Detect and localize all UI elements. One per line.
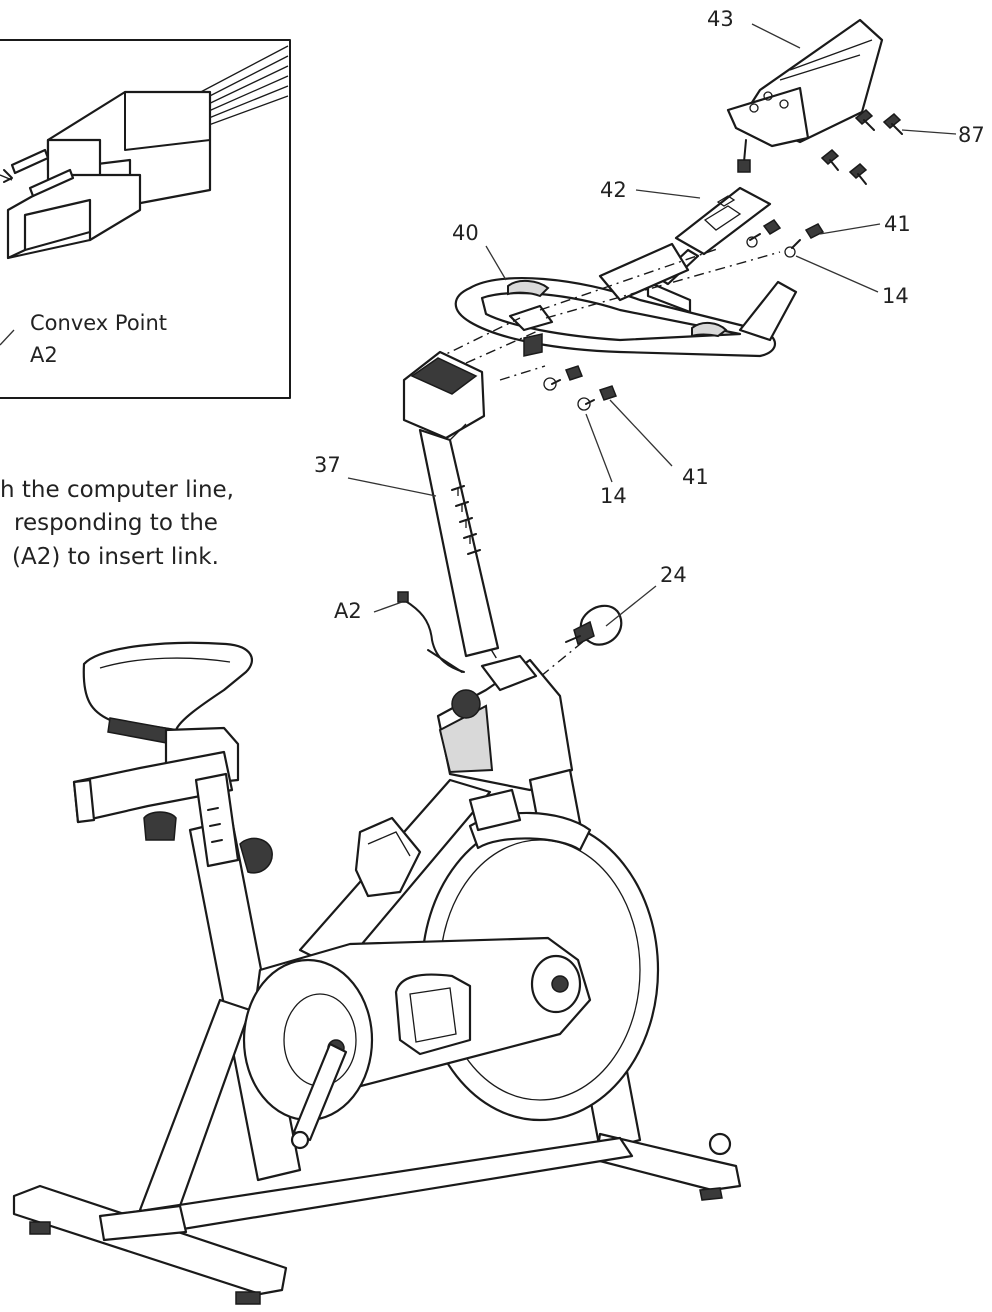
screws-87 [820,108,903,185]
callout-labels: 43 87 42 41 40 14 37 14 41 24 A2 [314,7,985,623]
callout-24: 24 [660,563,687,587]
handlebar-post-37 [402,350,500,658]
inset-label-a2: A2 [30,343,58,367]
callout-40: 40 [452,221,479,245]
instruction-line-2: responding to the [14,510,218,536]
callout-41-upper: 41 [884,212,911,236]
bottle-holder [354,816,422,898]
callout-a2: A2 [334,599,362,623]
bolts-41-upper [746,219,825,258]
callout-87: 87 [958,123,985,147]
callout-41-lower: 41 [682,465,709,489]
inset-label-convex-point: Convex Point [30,311,167,335]
callout-37: 37 [314,453,341,477]
convex-point-leader [0,329,15,346]
computer-console-43 [726,18,884,173]
handlebar-40 [454,242,798,358]
seat-post [194,772,273,874]
crank-arm [290,1042,348,1150]
saddle [82,641,253,745]
seat-slider [72,726,240,841]
instruction-line-3: (A2) to insert link. [12,544,219,570]
connector-detail-inset: Convex Point A2 [0,39,291,399]
leader-lines [347,23,957,627]
adjustment-knob-24 [565,604,623,646]
callout-14-lower: 14 [600,484,627,508]
connector-drawing [0,45,289,260]
callout-42: 42 [600,178,627,202]
instruction-line-1: h the computer line, [0,477,234,503]
callout-14-upper: 14 [882,284,909,308]
computer-line-a2 [397,591,465,673]
instruction-text: h the computer line, responding to the (… [0,477,234,570]
callout-43: 43 [707,7,734,31]
bolts-41-lower [543,365,617,411]
